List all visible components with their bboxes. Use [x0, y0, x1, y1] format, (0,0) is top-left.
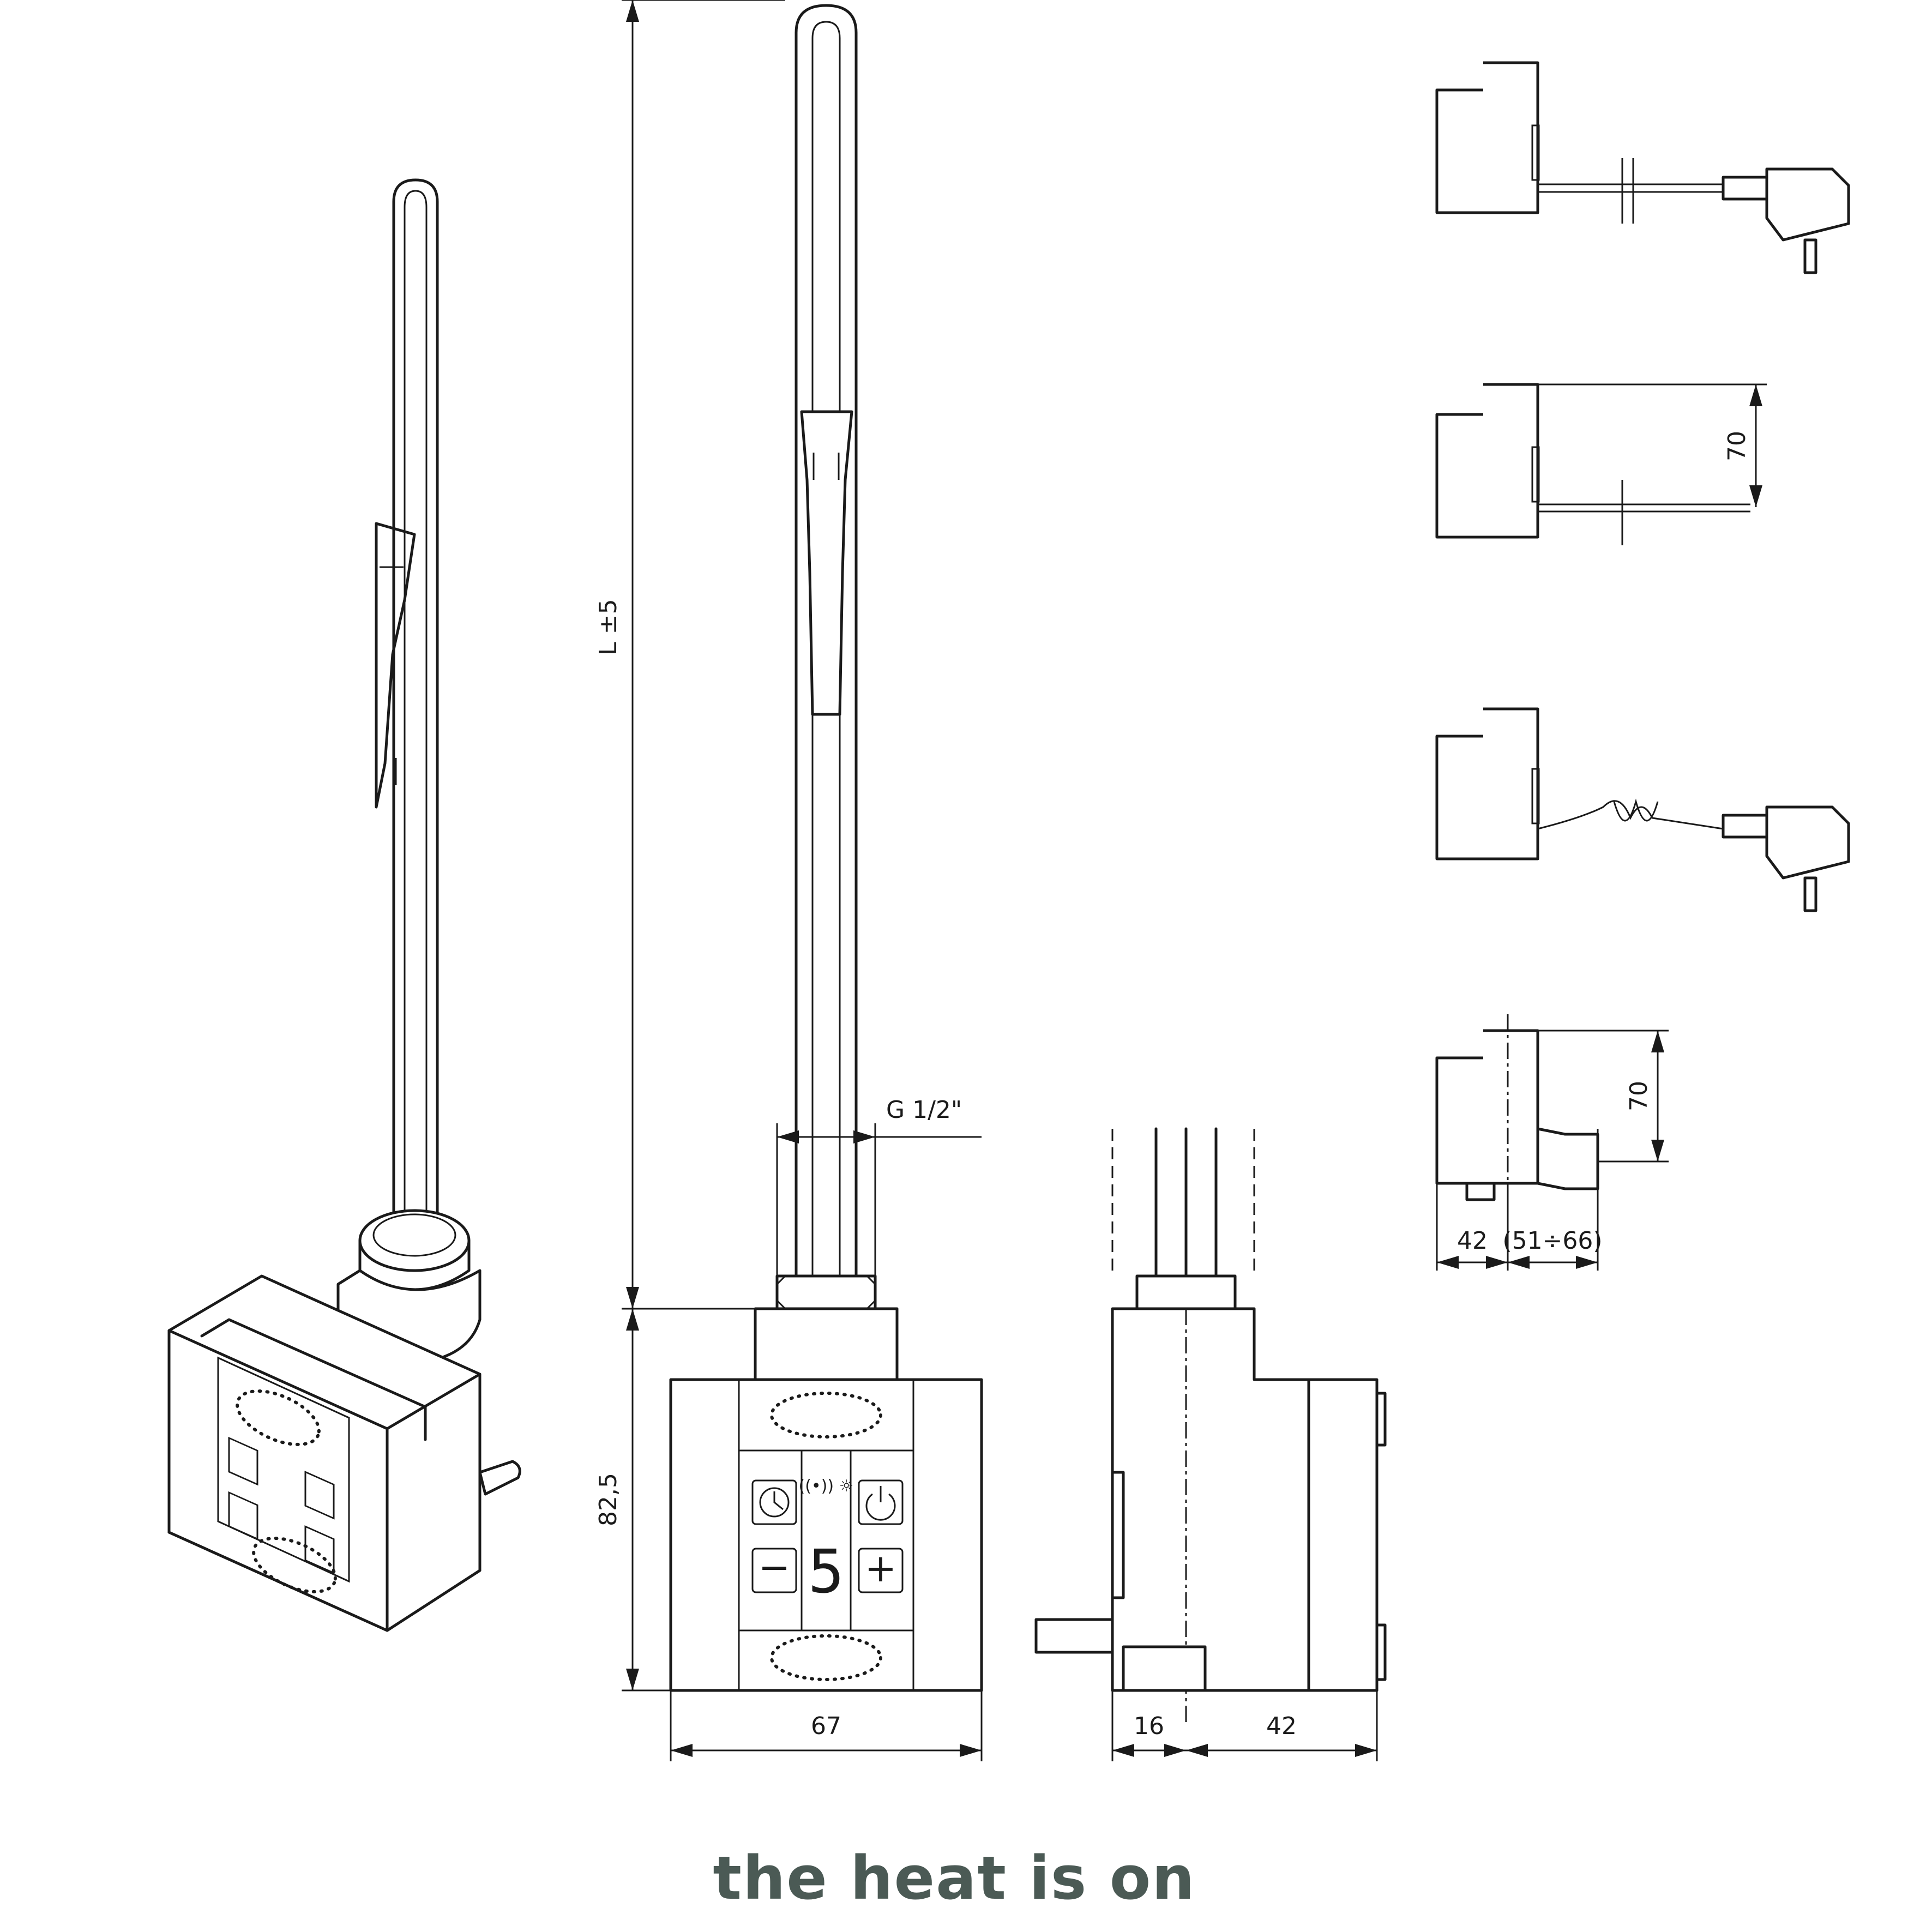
plug-3 — [1765, 805, 1850, 880]
side-depth-label: 42 — [1266, 1712, 1297, 1740]
isometric-view — [167, 178, 521, 1632]
iso-rod-outer — [392, 178, 439, 1218]
plus-label: + — [865, 1546, 897, 1591]
iso-rod-inner — [404, 190, 428, 1216]
socket-4 — [1536, 1127, 1599, 1190]
cable-height-label-2: 70 — [1625, 1081, 1653, 1111]
wifi-sun-icon: ((•)) ☼ — [799, 1477, 854, 1496]
body-height-label: 82,5 — [594, 1473, 622, 1526]
variant-straight-cable-plug — [1435, 61, 1850, 274]
cable-height-label-1: 70 — [1723, 431, 1751, 461]
front-neck — [754, 1307, 899, 1381]
front-body — [669, 1378, 983, 1692]
front-view: − + 5 ((•)) ☼ — [669, 4, 983, 1692]
side-offset-label: 16 — [1134, 1712, 1164, 1740]
dimensions: L ±5 82,5 G 1/2" 67 16 42 — [594, 0, 1378, 1761]
socket-depth-label: 42 — [1457, 1227, 1488, 1255]
power-icon — [865, 1493, 896, 1521]
clock-icon — [759, 1487, 790, 1518]
iso-clock-button — [228, 1436, 258, 1486]
iso-plus-button — [304, 1525, 335, 1574]
minus-button — [751, 1548, 797, 1593]
minus-label: − — [759, 1545, 791, 1590]
front-sleeve — [800, 410, 853, 716]
plus-button — [858, 1548, 904, 1593]
brand-logo: the heat is on — [713, 1843, 1196, 1913]
variant-bare-cable: 70 — [1435, 383, 1767, 545]
iso-body-side — [386, 1373, 482, 1632]
variant-coiled-cable-plug — [1435, 707, 1850, 912]
side-panel — [1307, 1378, 1379, 1692]
front-thread — [775, 1274, 877, 1310]
variant-socket: 70 42 (51÷66) — [1435, 1014, 1669, 1271]
iso-power-button — [304, 1471, 335, 1520]
side-view — [1034, 1127, 1387, 1723]
side-plug-stub — [1034, 1618, 1114, 1654]
iso-rod-sleeve — [375, 522, 416, 809]
length-label: L ±5 — [594, 599, 622, 655]
clock-button — [751, 1479, 797, 1525]
side-thread — [1135, 1274, 1237, 1310]
iso-plug-stub — [478, 1460, 521, 1496]
iso-nut — [358, 1209, 471, 1272]
socket-range-label: (51÷66) — [1502, 1227, 1602, 1255]
power-button — [858, 1479, 904, 1525]
side-socket — [1122, 1645, 1207, 1692]
side-neck-body — [1111, 1307, 1310, 1692]
thread-label: G 1/2" — [886, 1096, 962, 1124]
temperature-display: 5 — [808, 1537, 844, 1606]
front-panel — [738, 1449, 914, 1632]
body-width-label: 67 — [811, 1712, 841, 1740]
iso-panel — [217, 1356, 350, 1583]
front-rod-outer — [795, 4, 858, 1278]
plug-1 — [1765, 167, 1850, 242]
iso-minus-button — [228, 1491, 258, 1540]
